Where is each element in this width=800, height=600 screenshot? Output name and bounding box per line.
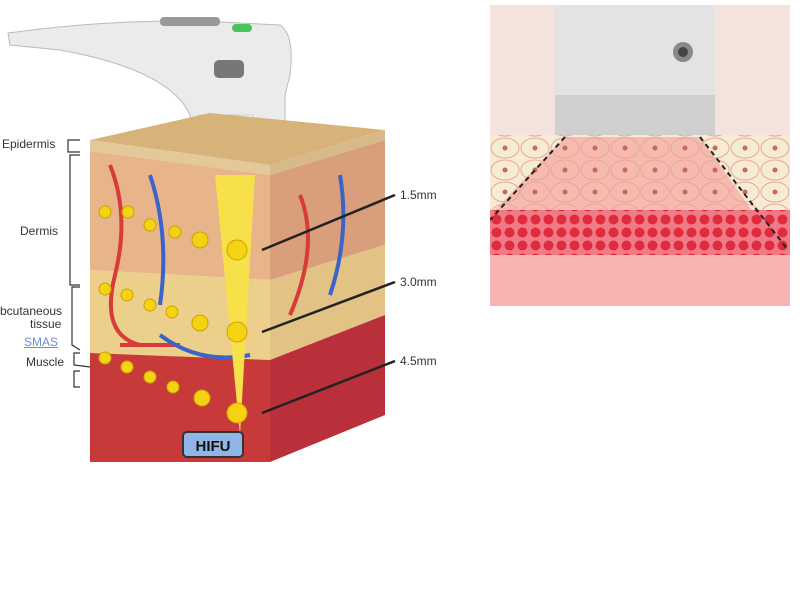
ultrasound-beam xyxy=(215,175,255,435)
label-muscle: Muscle xyxy=(26,355,65,369)
transducer-head xyxy=(555,5,715,135)
beam-boundary xyxy=(489,136,789,251)
focal-points xyxy=(98,205,248,424)
label-dermis: Dermis xyxy=(20,224,58,238)
closeup-graphic xyxy=(489,5,790,306)
label-epidermis: Epidermis xyxy=(2,137,56,151)
hifu-skin-layers-illustration: Epidermis Dermis bcutaneous tissue SMAS … xyxy=(0,15,476,462)
right-face xyxy=(270,130,385,462)
transducer-tissue-closeup xyxy=(489,5,790,306)
label-smas: SMAS xyxy=(24,335,59,349)
label-subcutaneous-1: bcutaneous xyxy=(0,304,63,318)
depth-label-3-0mm: 3.0mm xyxy=(400,275,437,289)
layer-brackets xyxy=(67,139,91,388)
label-subcutaneous-2: tissue xyxy=(30,317,62,331)
depth-pointers xyxy=(261,193,396,415)
depth-label-4-5mm: 4.5mm xyxy=(400,354,437,368)
depth-label-1-5mm: 1.5mm xyxy=(400,188,437,202)
skin-surface xyxy=(90,113,385,165)
hifu-badge: HIFU xyxy=(182,431,244,458)
skin-cross-section-graphic xyxy=(7,17,396,462)
blood-vessels xyxy=(108,164,346,360)
